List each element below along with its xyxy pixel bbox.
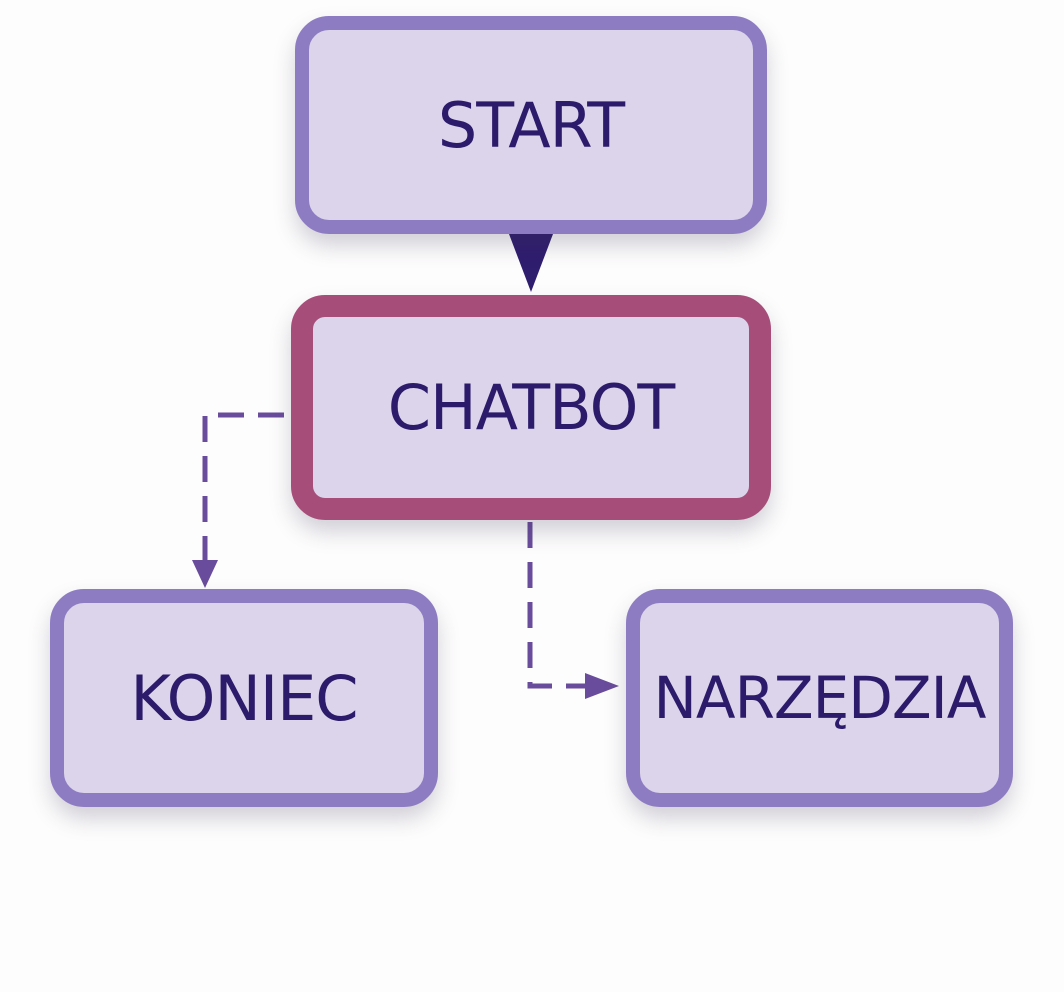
node-narzedzia-label: NARZĘDZIA [653,664,987,732]
edge-chatbot-to-koniec-arrowhead [192,560,218,588]
node-chatbot[interactable]: CHATBOT [291,295,771,520]
node-chatbot-label: CHATBOT [387,371,676,444]
edge-chatbot-to-narzedzia-arrowhead [585,673,619,699]
node-narzedzia[interactable]: NARZĘDZIA [626,589,1013,807]
node-koniec[interactable]: KONIEC [50,589,438,807]
edge-chatbot-to-koniec [202,412,284,566]
node-start-label: START [437,88,625,162]
edge-chatbot-to-narzedzia [527,522,595,689]
node-koniec-label: KONIEC [130,661,358,735]
edge-start-to-chatbot [509,234,553,292]
node-start[interactable]: START [295,16,767,234]
